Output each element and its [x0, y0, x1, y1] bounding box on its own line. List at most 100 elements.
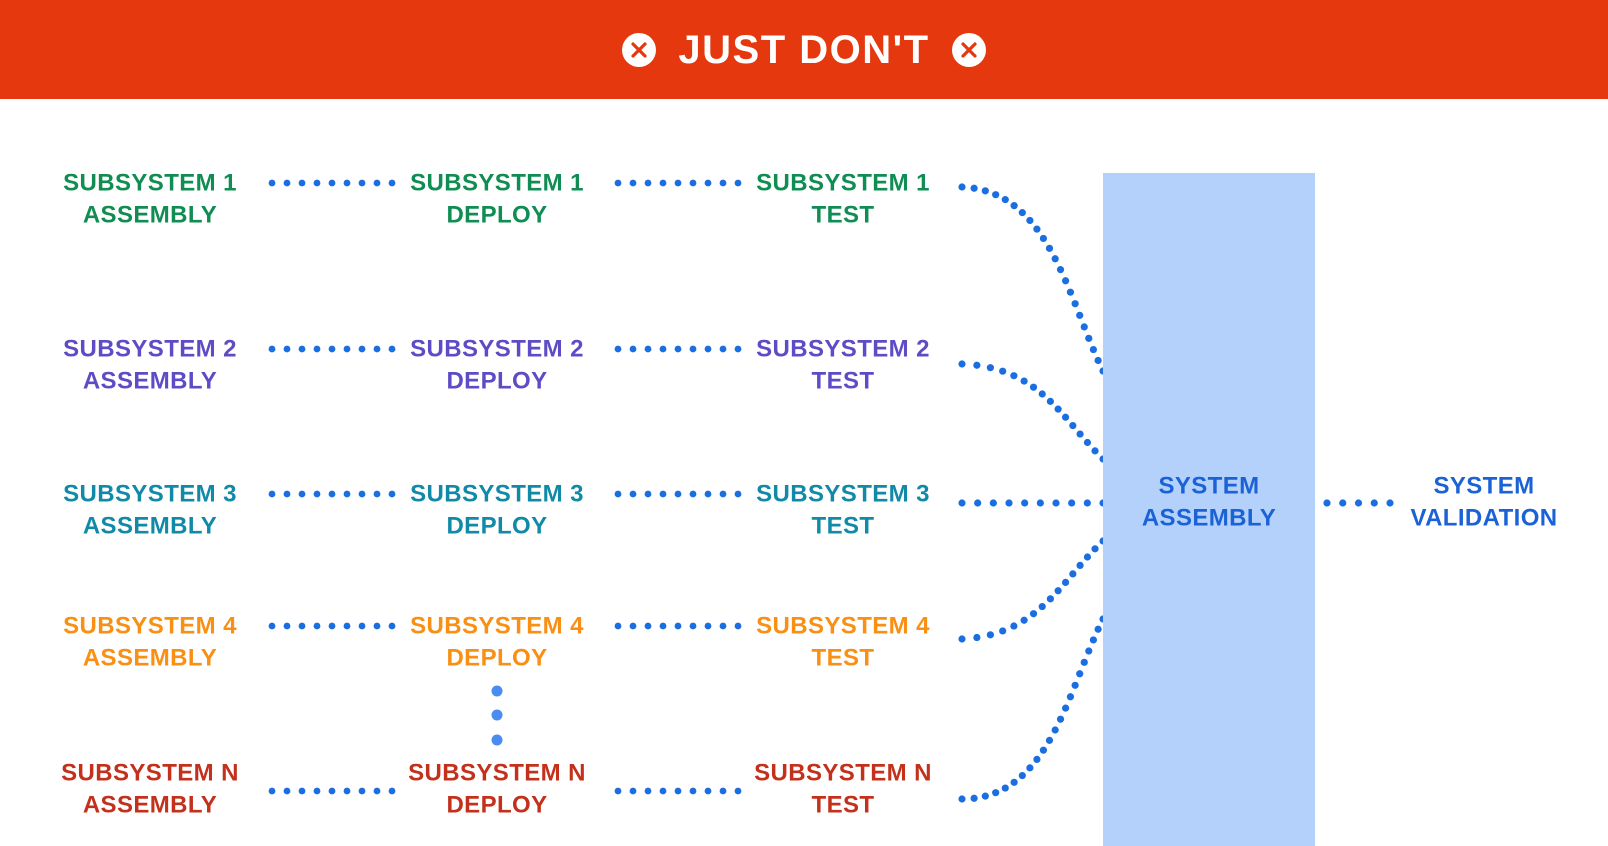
connector-dot — [1029, 610, 1038, 618]
connector-dot — [298, 345, 306, 353]
system-assembly-label: SYSTEM ASSEMBLY — [1141, 472, 1277, 531]
connector-dot — [1001, 784, 1009, 792]
connector-dot — [970, 794, 978, 802]
connector-dot — [1033, 755, 1041, 764]
banner-title: JUST DON'T — [678, 27, 930, 72]
connector-dot — [388, 490, 396, 498]
connector-dot — [992, 191, 1000, 199]
connector-dot — [1069, 422, 1077, 430]
connector-dot — [343, 490, 351, 498]
connector-dot — [659, 622, 667, 630]
connector-dot — [659, 787, 667, 795]
connector-dot — [629, 787, 637, 795]
node-label-subsystem-4-2: SUBSYSTEM 4 TEST — [756, 612, 930, 671]
connector-dot — [719, 179, 727, 187]
connector-dot — [674, 622, 682, 630]
connector-dot — [358, 179, 366, 187]
node-label-subsystem-1-1: SUBSYSTEM 1 DEPLOY — [410, 169, 584, 228]
connector-dot — [343, 787, 351, 795]
connector-dot — [1061, 704, 1070, 712]
connector-dot — [313, 345, 321, 353]
connector-dot — [491, 734, 503, 746]
connector-dot — [1071, 681, 1079, 689]
connector-dot — [1083, 438, 1092, 447]
node-label-subsystem-n-1: SUBSYSTEM N DEPLOY — [408, 759, 586, 818]
connector-dot — [1071, 300, 1079, 308]
node-label-subsystem-1-2: SUBSYSTEM 1 TEST — [756, 169, 930, 228]
connector-dot — [614, 179, 622, 187]
connector-dot — [313, 787, 321, 795]
connector-dot — [1052, 499, 1060, 507]
connector-dot — [1089, 636, 1097, 644]
connector-dot — [343, 622, 351, 630]
connector-dot — [268, 345, 276, 353]
connector-dot — [298, 622, 306, 630]
connector-dot — [328, 490, 336, 498]
connector-dot — [734, 622, 742, 630]
connector-dot — [1020, 616, 1028, 624]
connector-dot — [674, 787, 682, 795]
connector-dot — [999, 627, 1007, 635]
connector-dot — [268, 179, 276, 187]
connector-dot — [328, 787, 336, 795]
connector-dot — [629, 490, 637, 498]
connector-dot — [1056, 266, 1065, 274]
node-label-subsystem-n-0: SUBSYSTEM N ASSEMBLY — [61, 759, 239, 818]
connector-dot — [719, 490, 727, 498]
connector-dot — [1045, 244, 1054, 252]
connector-dot — [1038, 602, 1046, 611]
connector-dot — [981, 187, 989, 195]
connector-dot — [1038, 390, 1046, 398]
connector-dot — [328, 345, 336, 353]
connector-dot — [1010, 202, 1018, 210]
connector-dot — [1054, 587, 1062, 595]
connector-dot — [1018, 771, 1026, 780]
connector-dot — [659, 179, 667, 187]
connector-dot — [1010, 622, 1018, 630]
banner: JUST DON'T — [0, 0, 1608, 99]
connector-dot — [1061, 413, 1070, 421]
connector-dot — [973, 633, 981, 642]
connector-dot — [1010, 778, 1018, 786]
connector-dot — [1323, 499, 1331, 507]
connector-dot — [704, 345, 712, 353]
connector-dot — [644, 622, 652, 630]
connector-dot — [388, 345, 396, 353]
connector-dot — [992, 789, 1000, 797]
connector-dot — [644, 787, 652, 795]
connector-dot — [1370, 499, 1378, 507]
connector-dot — [689, 622, 697, 630]
connector-dot — [1083, 553, 1092, 561]
connector-dot — [388, 179, 396, 187]
connector-dot — [689, 490, 697, 498]
connector-dot — [358, 345, 366, 353]
connector-dot — [958, 635, 966, 643]
connector-dot — [283, 179, 291, 187]
connector-dot — [373, 490, 381, 498]
connector-dot — [1046, 397, 1054, 405]
connector-dot — [958, 183, 966, 191]
connector-dot — [689, 345, 697, 353]
connector-dot — [491, 685, 503, 697]
connector-dot — [614, 490, 622, 498]
pipeline-diagram: SYSTEM ASSEMBLY SYSTEM VALIDATION SUBSYS… — [0, 99, 1608, 846]
connector-dot — [674, 345, 682, 353]
connector-dot — [1069, 570, 1077, 578]
connector-dot — [986, 364, 994, 372]
connector-dot — [999, 367, 1007, 375]
connector-dot — [313, 179, 321, 187]
connector-dot — [1029, 383, 1038, 391]
connector-dot — [1076, 561, 1084, 569]
node-label-subsystem-3-0: SUBSYSTEM 3 ASSEMBLY — [63, 480, 237, 539]
node-label-subsystem-4-1: SUBSYSTEM 4 DEPLOY — [410, 612, 584, 671]
connector-dot — [373, 179, 381, 187]
connector-dot — [644, 179, 652, 187]
connector-dot — [1046, 595, 1054, 603]
connector-dot — [689, 179, 697, 187]
system-assembly-box — [1103, 173, 1315, 846]
connector-dot — [1039, 746, 1048, 754]
connector-dot — [734, 490, 742, 498]
connector-dot — [644, 490, 652, 498]
connector-dot — [1001, 196, 1009, 204]
connector-dot — [614, 787, 622, 795]
